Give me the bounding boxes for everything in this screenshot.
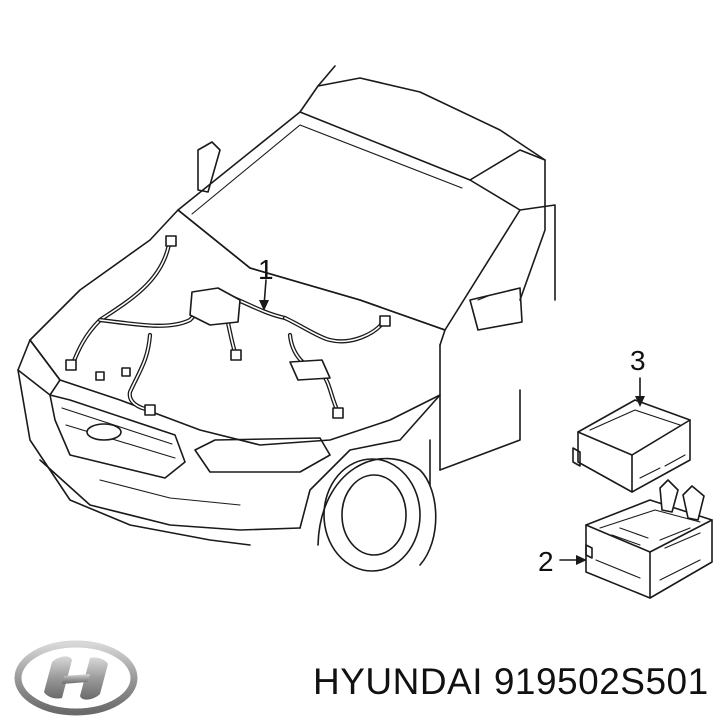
connector-b bbox=[65, 359, 77, 371]
door-frame bbox=[519, 204, 556, 301]
side-mirror bbox=[469, 287, 523, 331]
leader-1-arrow bbox=[259, 300, 269, 311]
box-top-detail bbox=[599, 509, 701, 529]
grille-bar-2 bbox=[65, 424, 176, 459]
bumper-groove bbox=[99, 479, 241, 506]
headlight-right bbox=[194, 437, 331, 473]
box-bracket-1 bbox=[659, 479, 679, 513]
connector-e bbox=[332, 407, 344, 419]
wheel-arch bbox=[317, 457, 437, 566]
module-tab-left bbox=[572, 447, 581, 467]
mirror-detail bbox=[477, 295, 489, 301]
connector-g bbox=[95, 371, 105, 381]
box-tab-left bbox=[585, 544, 593, 559]
leader-3-arrow bbox=[635, 396, 645, 407]
rim bbox=[341, 474, 407, 556]
lower-bumper bbox=[39, 459, 301, 531]
antenna bbox=[197, 141, 221, 193]
rocker bbox=[439, 389, 521, 471]
module-ribs bbox=[639, 454, 686, 479]
module-body bbox=[577, 399, 691, 493]
tire bbox=[323, 458, 421, 572]
roof-edge bbox=[317, 65, 336, 87]
harness-clamp bbox=[289, 359, 331, 381]
harness-junction bbox=[189, 287, 241, 326]
module-top-detail bbox=[589, 409, 681, 431]
callout-3: 3 bbox=[630, 345, 646, 376]
headlight-left bbox=[17, 339, 61, 396]
harness-branch-left bbox=[69, 235, 173, 369]
hood-front bbox=[29, 339, 441, 446]
callout-2: 2 bbox=[538, 546, 554, 577]
a-pillar bbox=[469, 149, 546, 301]
connector-c bbox=[379, 315, 391, 327]
bumper-outline bbox=[17, 369, 251, 546]
connector-a bbox=[165, 235, 177, 247]
leader-2-arrow bbox=[576, 555, 587, 565]
grille bbox=[49, 394, 186, 479]
part-number: 919502S501 bbox=[493, 661, 709, 702]
box-bracket-2 bbox=[682, 485, 705, 521]
windshield-inner bbox=[191, 124, 463, 215]
hood-rear bbox=[29, 209, 446, 346]
connector-f bbox=[230, 349, 242, 361]
fender bbox=[299, 394, 441, 529]
brand-name: HYUNDAI bbox=[313, 661, 484, 702]
connector-d bbox=[144, 404, 156, 416]
box-lower-detail bbox=[595, 559, 701, 581]
control-module bbox=[572, 399, 691, 493]
vehicle-outline bbox=[17, 65, 556, 572]
callout-1: 1 bbox=[258, 254, 274, 285]
box-fuse-rows bbox=[611, 527, 701, 549]
part-title: HYUNDAI 919502S501 bbox=[313, 663, 709, 700]
connector-h bbox=[121, 367, 131, 377]
roof-line bbox=[299, 77, 546, 161]
harness-right bbox=[282, 315, 388, 344]
hyundai-logo-icon bbox=[14, 640, 138, 716]
junction-box bbox=[585, 479, 713, 599]
wiring-harness bbox=[65, 235, 391, 419]
hood-emblem bbox=[86, 423, 122, 441]
box-body bbox=[585, 499, 713, 599]
